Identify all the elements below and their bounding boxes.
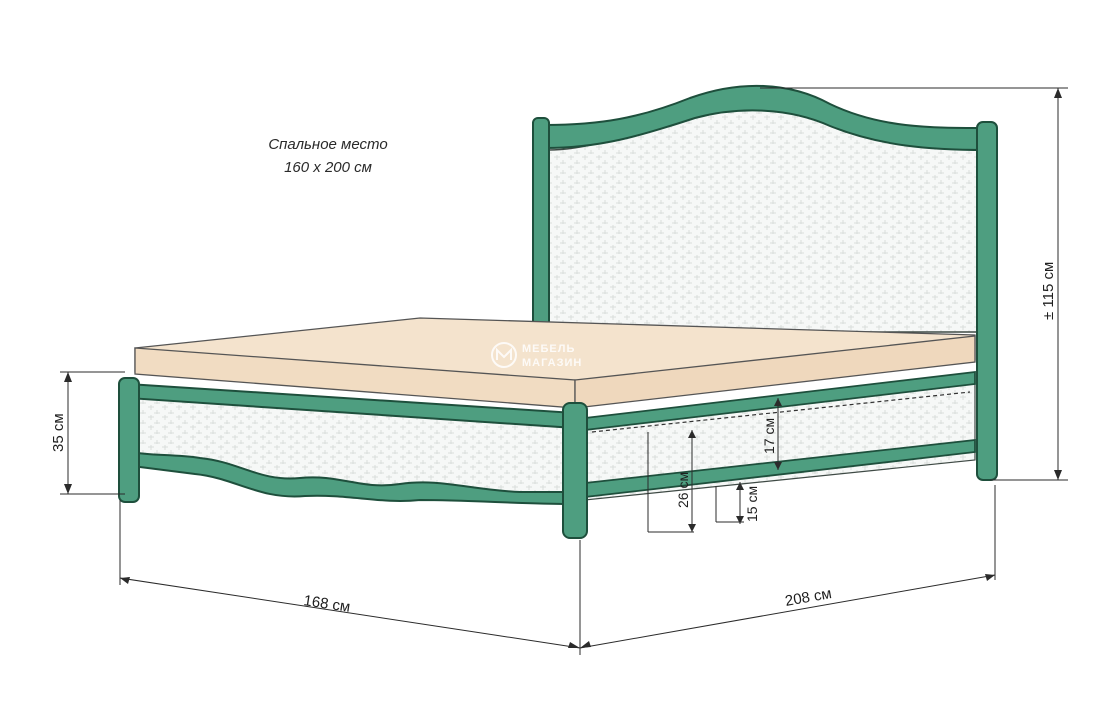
footboard (118, 377, 588, 539)
caption-line2: 160 х 200 см (284, 159, 372, 176)
dimension-lines (60, 87, 1068, 655)
caption-line1: Спальное место (268, 136, 388, 153)
sleeping-area-caption: Спальное место 160 х 200 см (228, 133, 428, 179)
mattress (134, 317, 976, 409)
headboard (532, 84, 998, 481)
dim-total-height: ± 115 см (1040, 262, 1057, 320)
headboard-right-post (976, 121, 998, 481)
dim-width: 168 см (302, 592, 351, 616)
footboard-left-leg (118, 377, 140, 503)
side-frame (584, 370, 976, 501)
headboard-left-post (532, 117, 550, 337)
watermark-line1: МЕБЕЛЬ (522, 343, 575, 355)
dimension-arrows (64, 88, 1062, 648)
dim-length: 208 см (784, 585, 833, 610)
dim-leg-clearance: 15 см (744, 486, 760, 522)
watermark: МЕБЕЛЬ МАГАЗИН (491, 342, 582, 369)
dim-underbed-clearance: 26 см (675, 472, 691, 508)
dim-foot-height: 35 см (50, 413, 67, 452)
dim-frame-height: 17 см (761, 418, 777, 454)
watermark-line2: МАГАЗИН (522, 357, 582, 369)
footboard-right-leg (562, 402, 588, 539)
